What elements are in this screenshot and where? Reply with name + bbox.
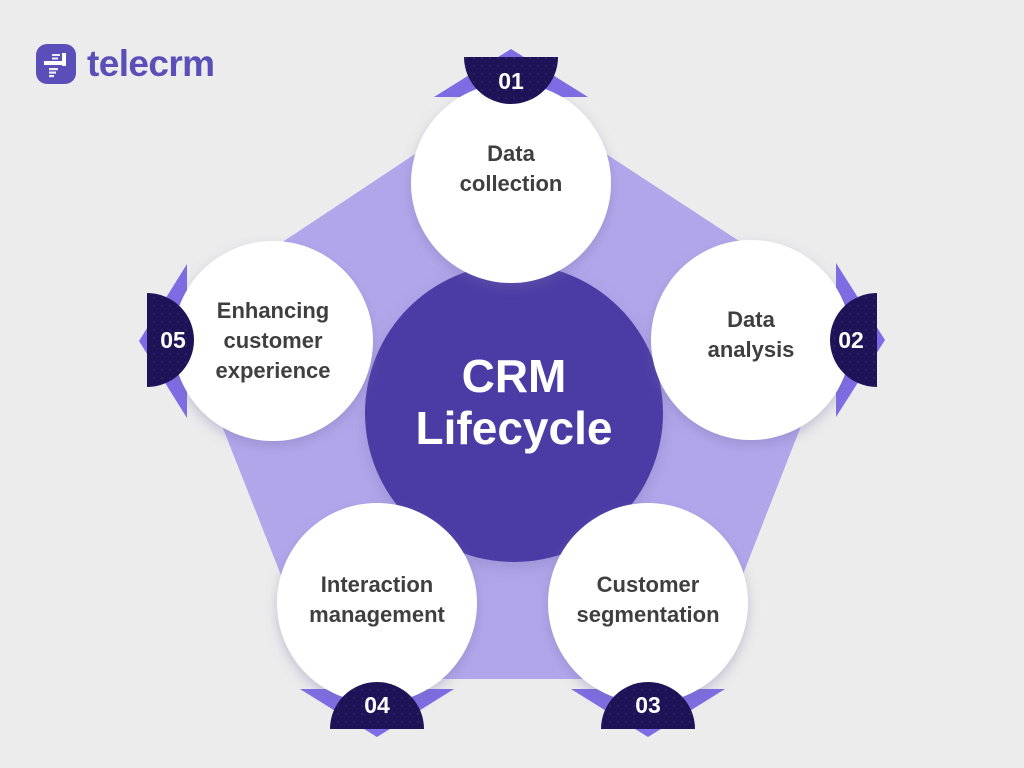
center-title-line-2: Lifecycle xyxy=(416,402,613,454)
circle-data-collection xyxy=(411,83,611,283)
node-5-label-line-1: Enhancing xyxy=(217,298,329,323)
telecrm-icon xyxy=(36,44,76,84)
circle-interaction-management xyxy=(277,503,477,703)
node-data-analysis: 02 Data analysis xyxy=(651,240,885,440)
badge-03-texture xyxy=(601,682,695,729)
circle-customer-segmentation xyxy=(548,503,748,703)
node-data-collection: 01 Data collection xyxy=(411,49,611,283)
badge-04-number: 04 xyxy=(364,692,390,718)
node-5-label-line-2: customer xyxy=(223,328,322,353)
node-3-label-line-2: segmentation xyxy=(576,602,719,627)
badge-04-texture xyxy=(330,682,424,729)
node-3-label-line-1: Customer xyxy=(597,572,700,597)
node-1-label-line-1: Data xyxy=(487,141,535,166)
center-title-line-1: CRM xyxy=(462,350,567,402)
badge-03-number: 03 xyxy=(635,692,661,718)
badge-05-number: 05 xyxy=(160,327,186,353)
node-5-label-line-3: experience xyxy=(216,358,331,383)
circle-data-analysis xyxy=(651,240,851,440)
circle-enhancing-customer-experience xyxy=(173,241,373,441)
badge-02-texture xyxy=(830,293,877,387)
badge-01-texture xyxy=(464,57,558,104)
badge-01-number: 01 xyxy=(498,68,524,94)
brand-name: telecrm xyxy=(87,43,215,84)
node-4-label-line-1: Interaction xyxy=(321,572,433,597)
badge-02-number: 02 xyxy=(838,327,864,353)
badge-05-texture xyxy=(147,293,194,387)
node-2-label-line-1: Data xyxy=(727,307,775,332)
node-interaction-management: 04 Interaction management xyxy=(277,503,477,737)
center-circle xyxy=(365,264,663,562)
brand-logo: telecrm xyxy=(36,43,215,84)
node-4-label-line-2: management xyxy=(309,602,445,627)
node-customer-segmentation: 03 Customer segmentation xyxy=(548,503,748,737)
node-1-label-line-2: collection xyxy=(460,171,563,196)
node-enhancing-customer-experience: 05 Enhancing customer experience xyxy=(139,241,373,441)
node-2-label-line-2: analysis xyxy=(708,337,795,362)
